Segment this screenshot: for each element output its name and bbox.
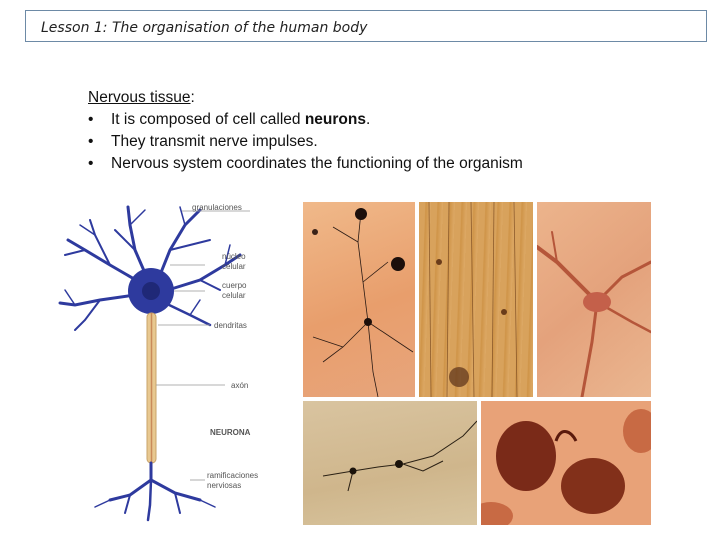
bullet-bold-term: neurons [304,111,366,128]
label-nucleo-1: núcleo [222,252,246,261]
label-axon: axón [231,381,248,390]
cell-nucleus [142,282,160,300]
micrograph-neuron-stain-5 [481,401,651,525]
lesson-title: Lesson 1: The organisation of the human … [41,20,368,36]
label-granulaciones: granulaciones [192,203,242,212]
bullet-text: It is composed of cell called [111,111,305,128]
label-cuerpo-1: cuerpo [222,281,247,290]
label-ramificaciones-1: ramificaciones [207,471,258,480]
neuron-diagram: granulaciones núcleo celular cuerpo celu… [58,203,258,522]
label-neurona: NEURONA [210,428,251,437]
heading-colon: : [190,89,195,106]
dendrite-branches [58,205,242,331]
label-cuerpo-2: celular [222,291,246,300]
micrograph-neuron-stain-4 [303,401,477,525]
bullet-period: . [366,111,371,128]
heading-label: Nervous tissue [88,89,191,106]
bullet-list: It is composed of cell called neurons. T… [88,109,523,175]
bullet-item-impulses: They transmit nerve impulses. [88,131,523,153]
content-block: Nervous tissue: It is composed of cell c… [88,87,523,175]
label-dendritas: dendritas [214,321,247,330]
micrograph-neuron-stain-1 [303,202,415,397]
label-nucleo-2: celular [222,262,246,271]
label-ramificaciones-2: nerviosas [207,481,241,490]
bullet-item-coordination: Nervous system coordinates the functioni… [88,153,523,175]
label-pointer-lines [156,210,250,481]
axon-terminals [94,461,216,522]
micrograph-neuron-stain-3 [537,202,651,397]
micrograph-neuron-stain-2 [419,202,533,397]
bullet-item-neurons: It is composed of cell called neurons. [88,109,523,131]
header-banner: Lesson 1: The organisation of the human … [25,10,707,42]
section-heading: Nervous tissue: [88,87,523,109]
